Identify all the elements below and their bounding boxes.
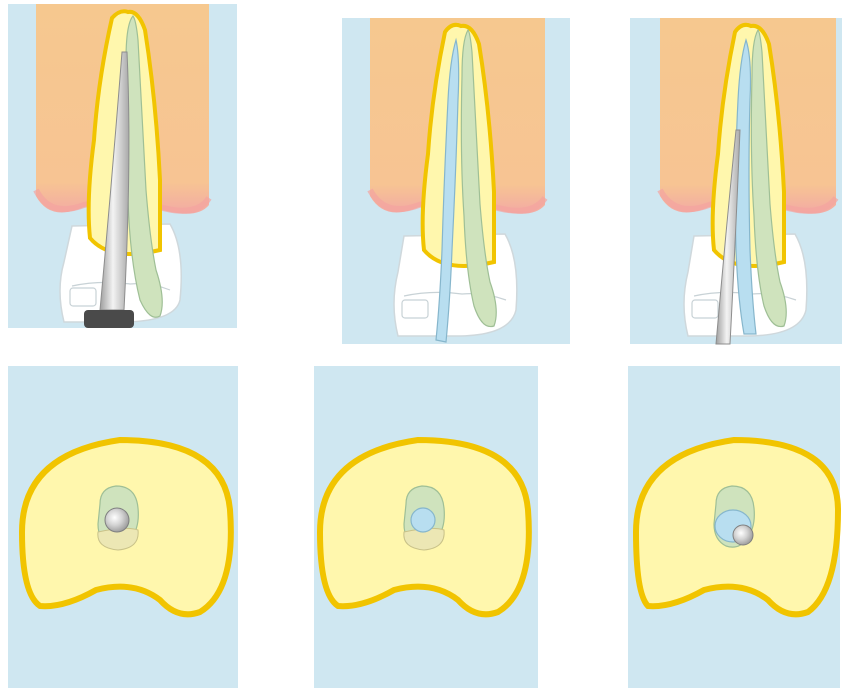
crown-notch (692, 300, 718, 318)
tooth-panel-3 (630, 18, 842, 344)
crown-notch (70, 288, 96, 306)
crown-notch (402, 300, 428, 318)
tooth-panel-2 (342, 18, 570, 344)
cross-section-panel-1 (8, 366, 238, 688)
canal-blue (411, 508, 435, 532)
file-handle (84, 310, 134, 328)
cross-section-panel-3 (628, 366, 840, 688)
metal-disc (105, 508, 129, 532)
tooth-panel-1 (8, 4, 237, 328)
cross-section-panel-2 (314, 366, 538, 688)
metal-disc (733, 525, 753, 545)
